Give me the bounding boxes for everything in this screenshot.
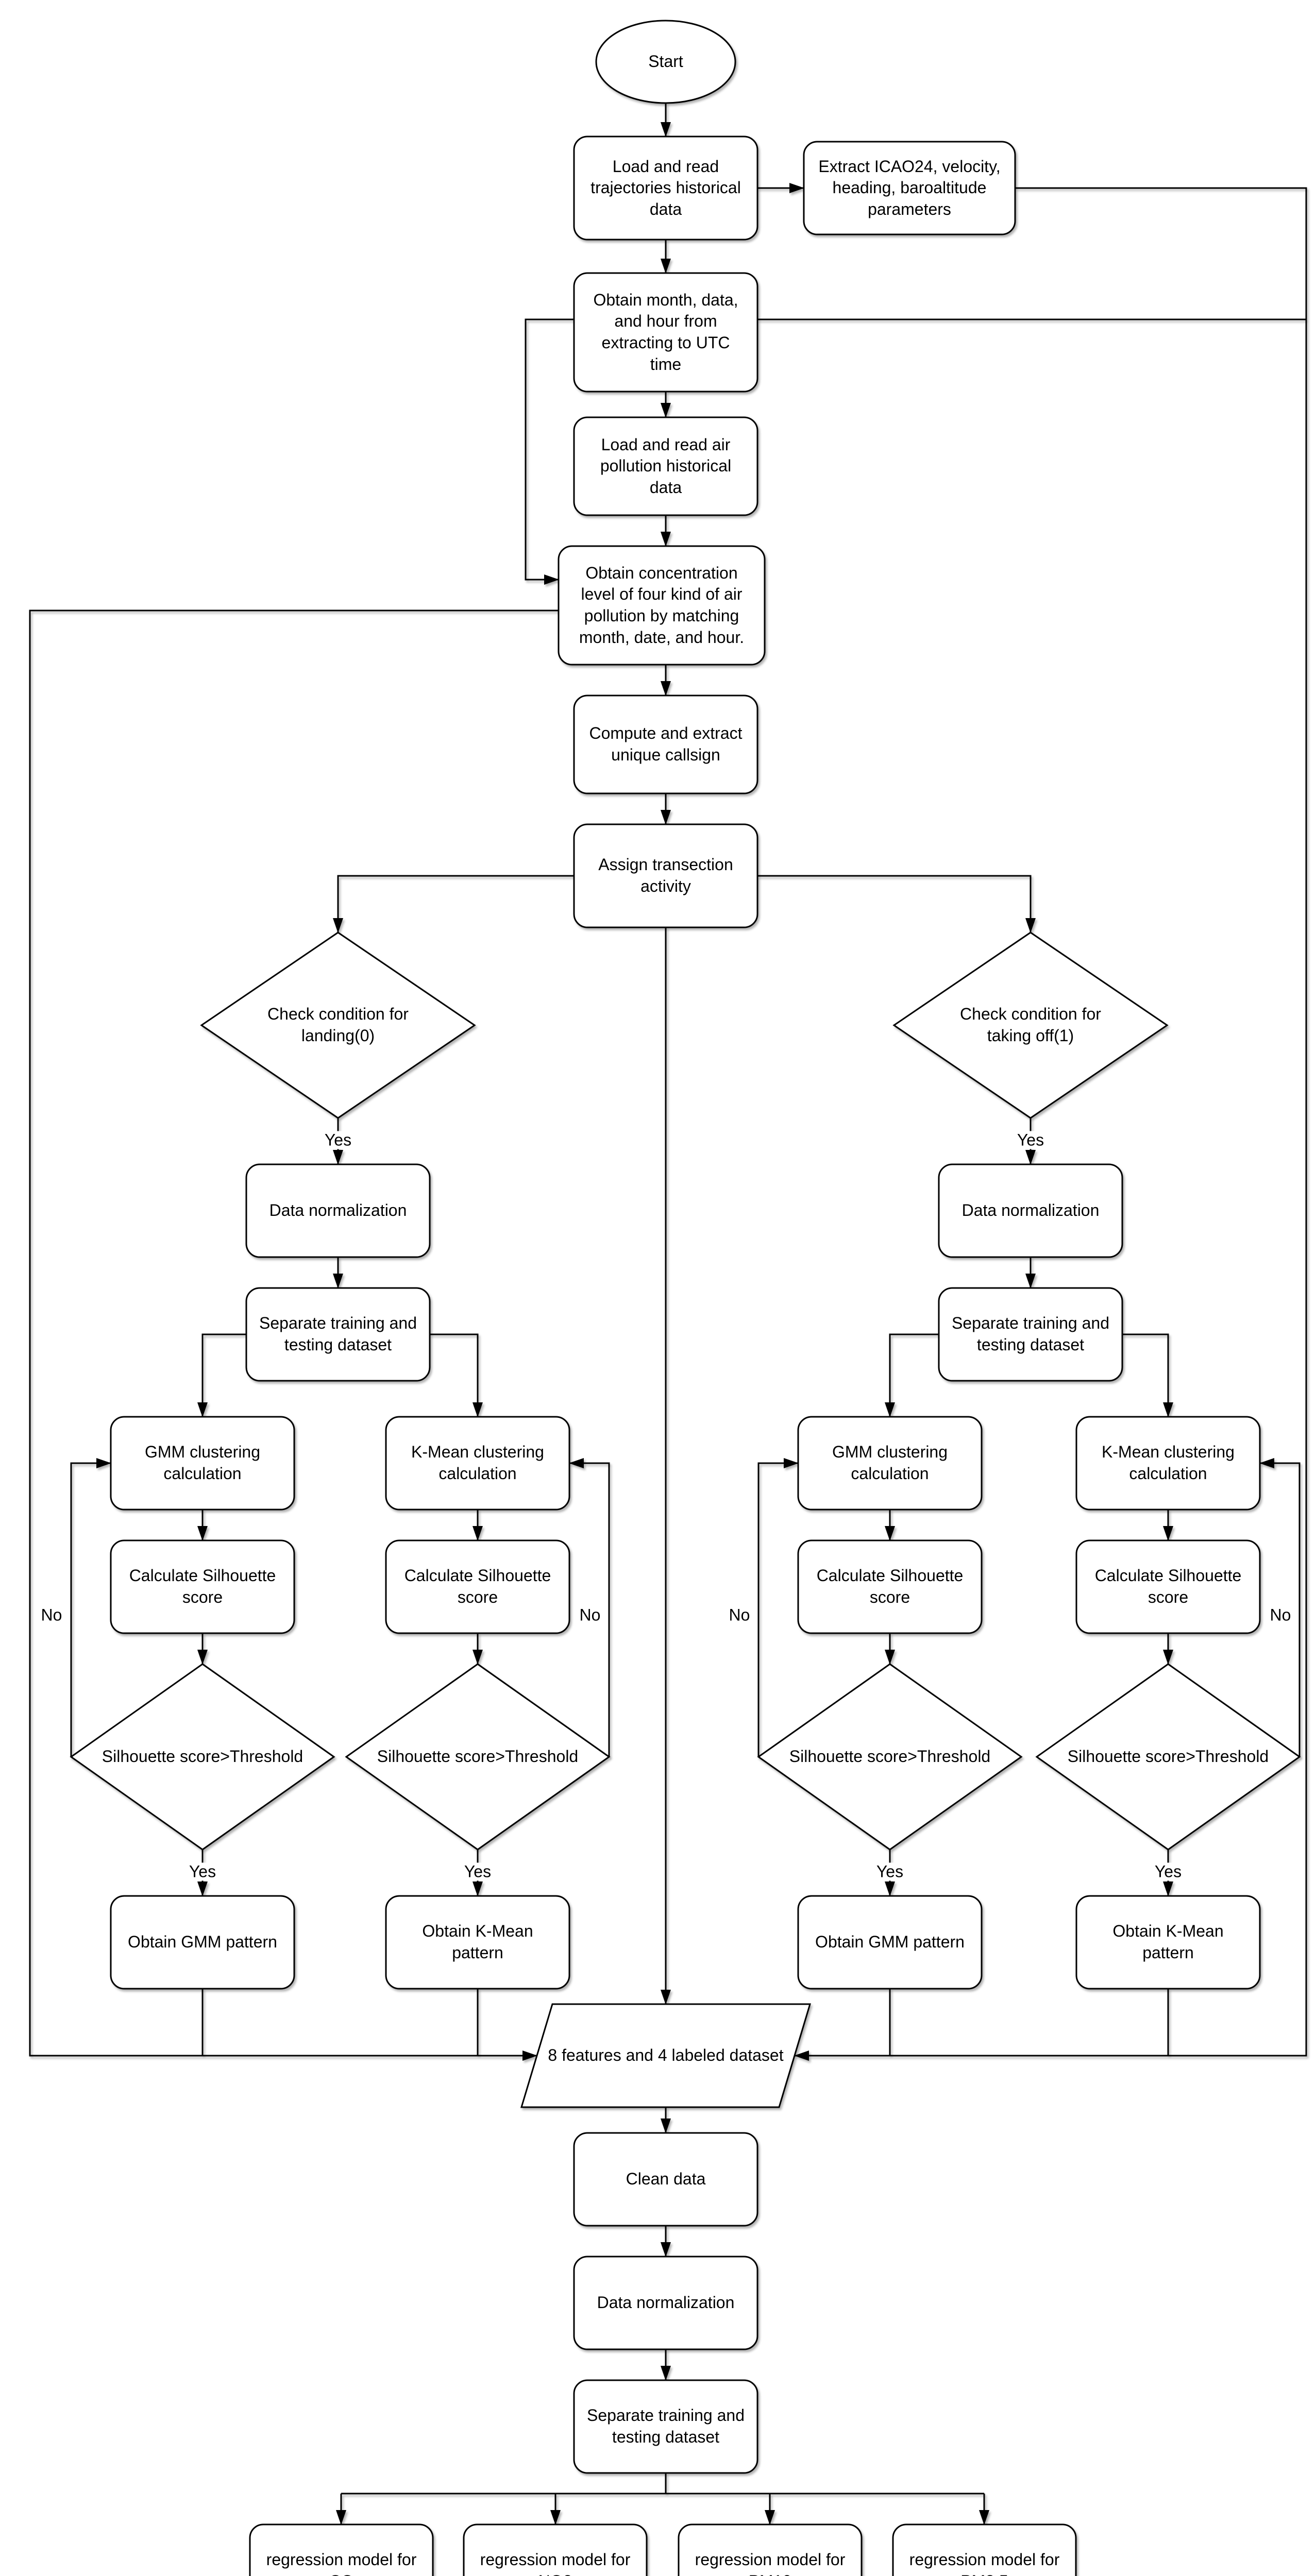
pattern-kmean-takeoff-shape <box>1075 1895 1261 1990</box>
edge-no-loop-gmm-takeoff <box>757 1458 799 1757</box>
gmm-takeoff-shape <box>797 1416 983 1511</box>
normalize-takeoff-shape <box>938 1163 1123 1258</box>
edge-no-loop-kmean-landing <box>569 1458 610 1757</box>
check-takeoff-diamond-shape <box>892 931 1169 1119</box>
edge-separate-landing-to-kmean-landing <box>430 1333 483 1417</box>
regression-pm25-shape <box>892 2523 1077 2576</box>
regression-co-shape <box>249 2523 434 2576</box>
clean-data-shape <box>573 2132 758 2227</box>
silcheck-kmean-landing-diamond-shape <box>345 1663 611 1851</box>
pattern-gmm-takeoff-shape <box>797 1895 983 1990</box>
start-terminator-shape <box>595 20 736 104</box>
silcheck-gmm-takeoff-diamond-shape <box>757 1663 1023 1851</box>
edge-separate-landing-to-gmm-landing <box>197 1333 246 1417</box>
silcheck-gmm-landing-diamond-shape <box>70 1663 335 1851</box>
separate-landing-shape <box>245 1287 431 1382</box>
silscore-gmm-takeoff-shape <box>797 1539 983 1634</box>
silscore-kmean-takeoff-shape <box>1075 1539 1261 1634</box>
normalize-landing-shape <box>245 1163 431 1258</box>
edge-separate-takeoff-to-kmean-takeoff <box>1122 1333 1173 1417</box>
edge-extract-to-labeled-dataset <box>794 187 1307 2061</box>
separate-takeoff-shape <box>938 1287 1123 1382</box>
load-trajectories-shape <box>573 135 758 241</box>
obtain-concentration-shape <box>558 545 766 666</box>
edge-obtain-concentration-to-labeled-dataset <box>29 609 559 2061</box>
edge-assign-activity-to-check-takeoff <box>757 875 1036 933</box>
pattern-kmean-landing-shape <box>385 1895 570 1990</box>
check-landing-diamond-shape <box>200 931 476 1119</box>
load-pollution-shape <box>573 416 758 516</box>
edge-obtain-datetime-to-obtain-concentration-bypass <box>525 318 574 585</box>
extract-parameters-shape <box>803 141 1016 235</box>
normalize-final-shape <box>573 2256 758 2350</box>
labeled-dataset-parallelogram-shape <box>520 2003 812 2108</box>
regression-no2-shape <box>463 2523 648 2576</box>
compute-callsign-shape <box>573 694 758 794</box>
edge-no-loop-gmm-landing <box>70 1458 111 1757</box>
silscore-gmm-landing-shape <box>110 1539 295 1634</box>
pattern-gmm-landing-shape <box>110 1895 295 1990</box>
edge-separate-takeoff-to-gmm-takeoff <box>885 1333 939 1417</box>
silcheck-kmean-takeoff-diamond-shape <box>1035 1663 1301 1851</box>
edge-assign-activity-to-check-landing <box>333 875 574 933</box>
kmean-takeoff-shape <box>1075 1416 1261 1511</box>
assign-activity-shape <box>573 823 758 928</box>
silscore-kmean-landing-shape <box>385 1539 570 1634</box>
obtain-datetime-shape <box>573 272 758 393</box>
kmean-landing-shape <box>385 1416 570 1511</box>
separate-final-shape <box>573 2379 758 2474</box>
edge-no-loop-kmean-takeoff <box>1259 1458 1301 1757</box>
gmm-landing-shape <box>110 1416 295 1511</box>
regression-pm10-shape <box>678 2523 863 2576</box>
